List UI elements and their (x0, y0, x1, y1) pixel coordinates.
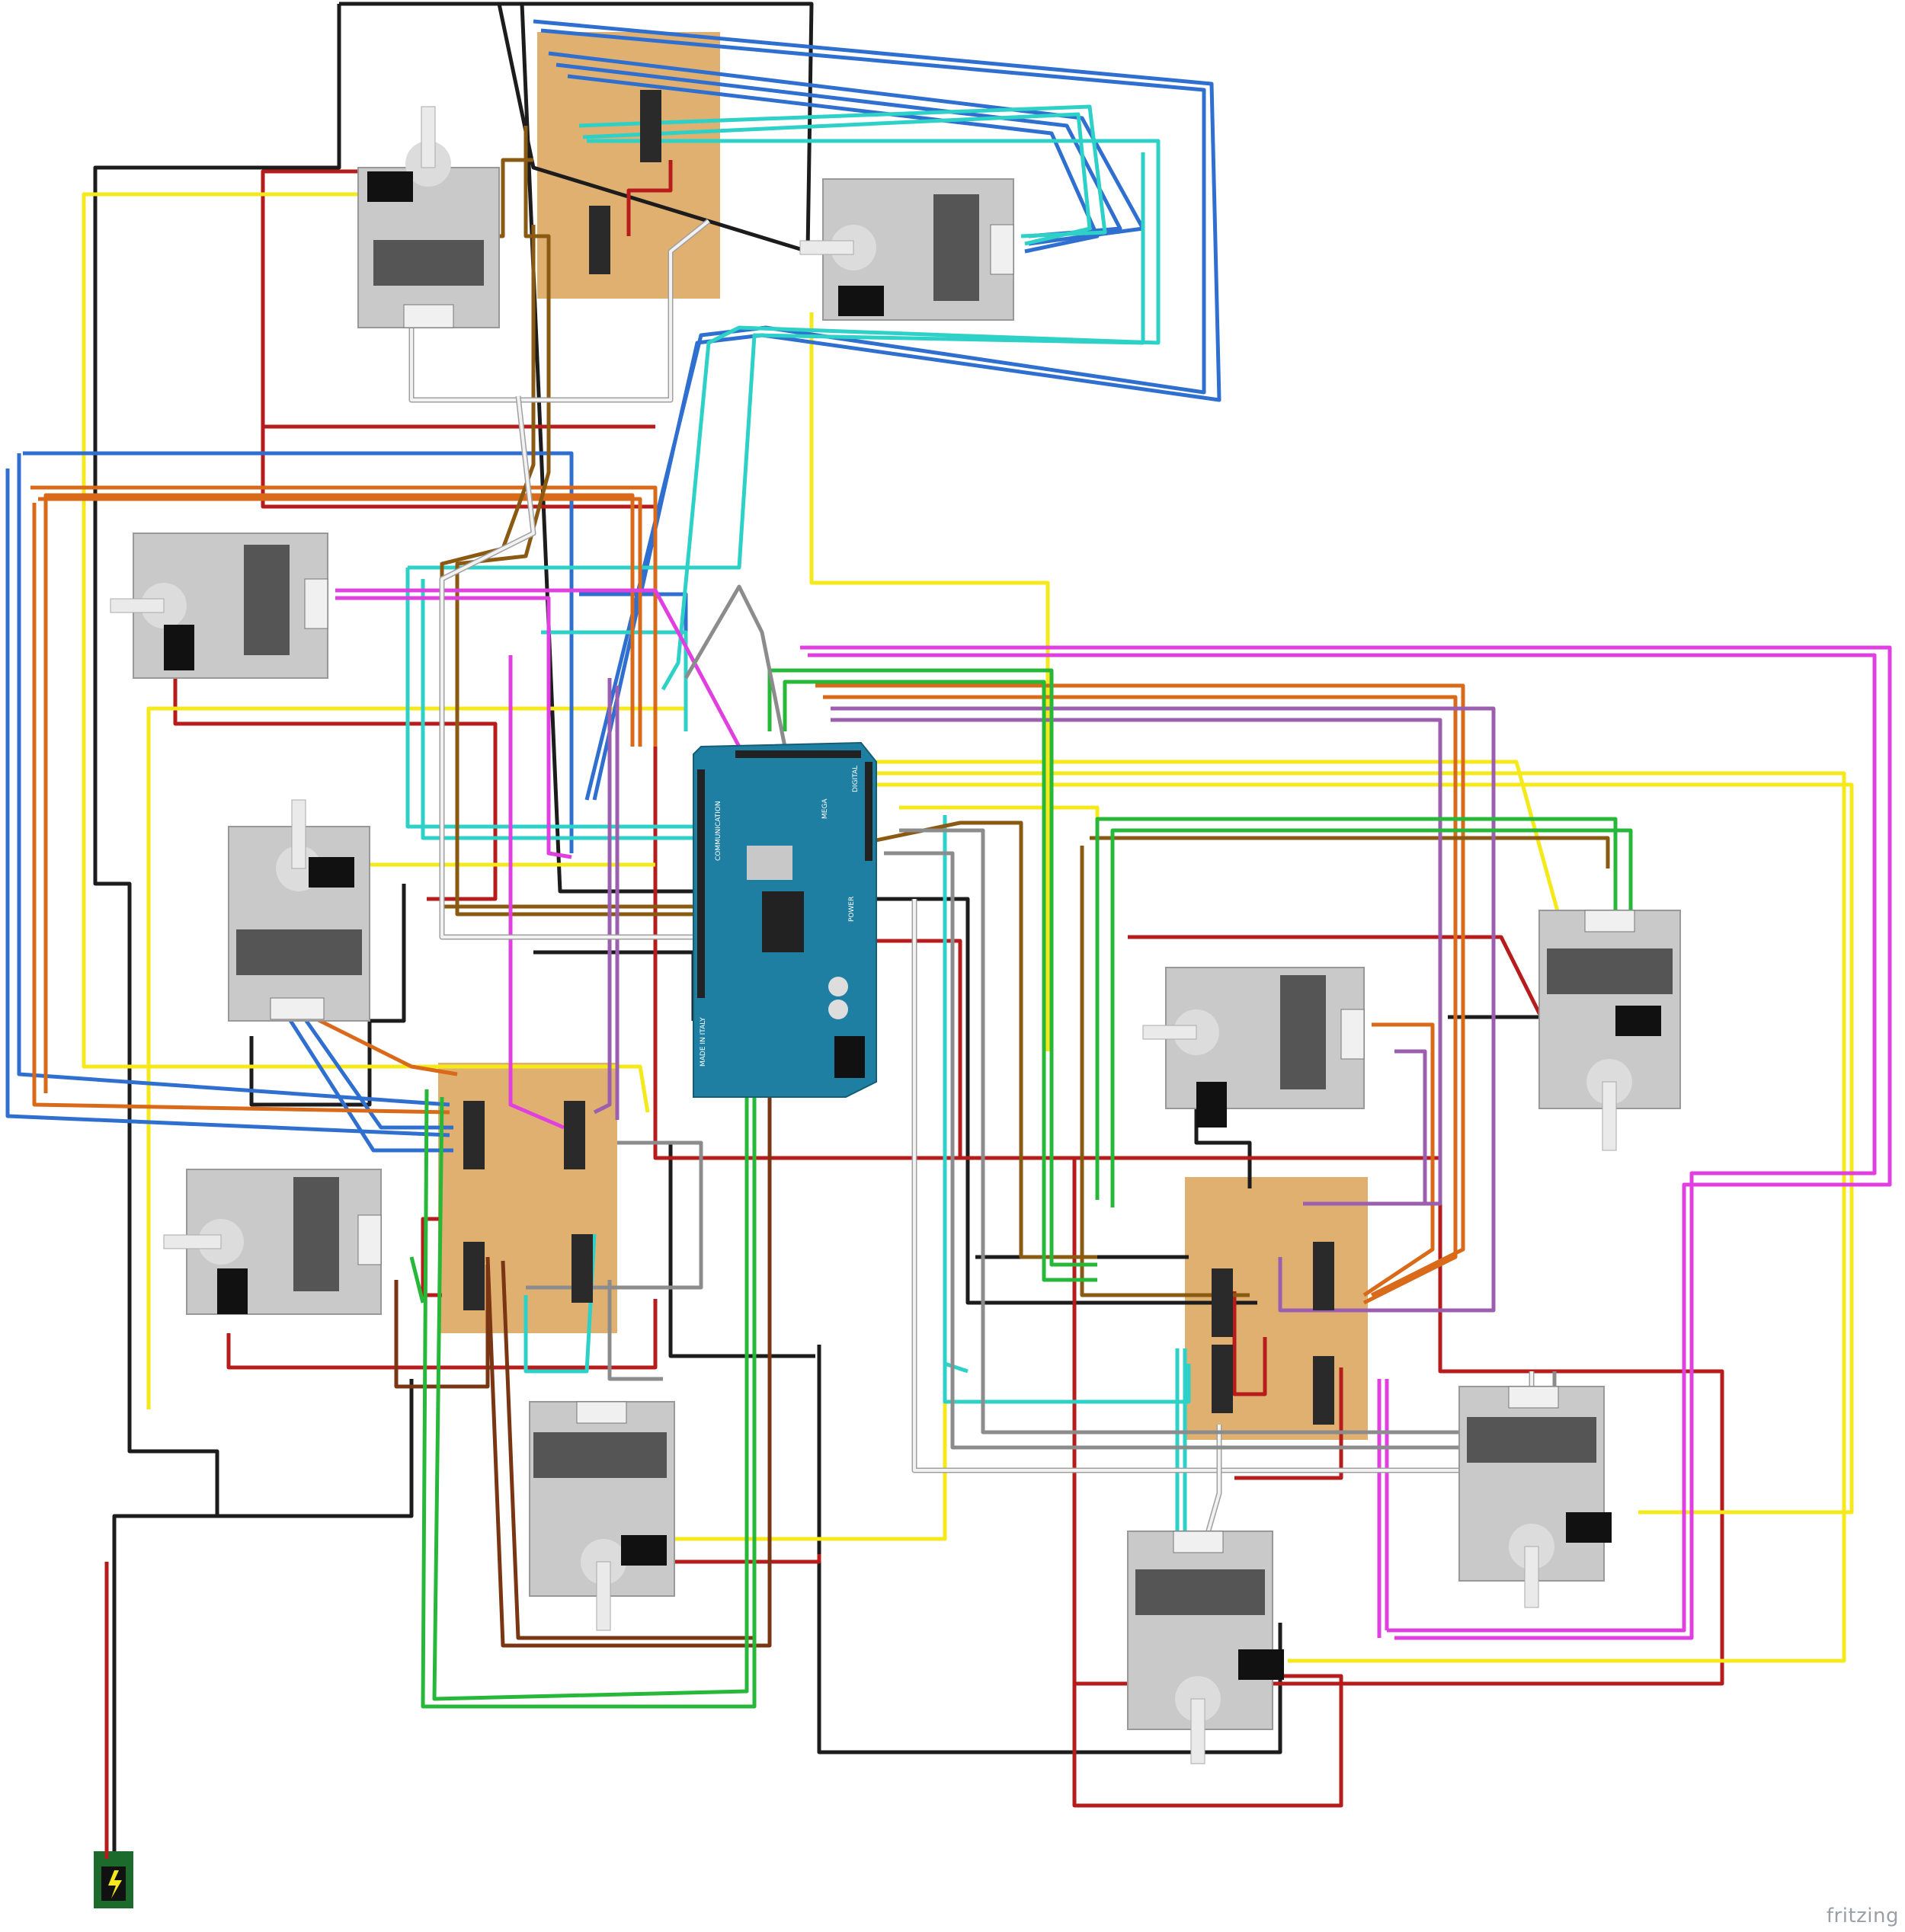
usb-port (747, 846, 792, 880)
chip-right-c (1212, 1345, 1233, 1413)
stepper-motor-1 (357, 106, 500, 328)
chip-right-a (1212, 1268, 1233, 1337)
stepper-motor-3 (110, 533, 328, 679)
ic-atmega (762, 891, 804, 952)
chip-top-b (589, 206, 610, 274)
gray-wires (526, 584, 1557, 1450)
chip-left-c (463, 1242, 485, 1310)
pin-header-top (735, 750, 861, 758)
stepper-motor-5 (163, 1169, 382, 1315)
power-jack (834, 1036, 865, 1078)
arduino-mega-board: MEGA DIGITAL COMMUNICATION POWER MADE IN… (693, 741, 877, 1098)
chip-left-a (463, 1101, 485, 1169)
cyan-wires (405, 104, 1191, 1539)
stepper-motor-7 (1142, 967, 1365, 1128)
chip-right-d (1313, 1356, 1334, 1425)
chip-left-b (564, 1101, 585, 1169)
stepper-motor-10 (1127, 1531, 1284, 1764)
power-input-jack (94, 1851, 133, 1908)
board-power-label: POWER (848, 897, 856, 922)
stepper-motor-6 (529, 1401, 675, 1631)
chips (463, 90, 1334, 1425)
board-digital-label: DIGITAL (852, 766, 860, 792)
board-label: MEGA (821, 798, 829, 819)
stepper-motor-2 (799, 178, 1014, 321)
chip-right-b (1313, 1242, 1334, 1310)
chip-left-d (572, 1234, 593, 1303)
purple-wires (593, 678, 1496, 1313)
capacitor-2 (828, 1000, 848, 1019)
board-made-label: MADE IN ITALY (700, 1017, 707, 1067)
fritzing-watermark: fritzing (1826, 1905, 1899, 1927)
chip-top-a (640, 90, 661, 162)
capacitor-1 (828, 977, 848, 996)
board-comm-label: COMMUNICATION (715, 801, 722, 861)
pin-header-left (697, 769, 705, 998)
stepper-motor-4 (228, 799, 370, 1022)
stepper-motor-9 (1458, 1386, 1612, 1608)
orange-wires (30, 485, 1465, 1305)
pin-header-right (865, 762, 872, 861)
stepper-motor-8 (1538, 910, 1681, 1151)
